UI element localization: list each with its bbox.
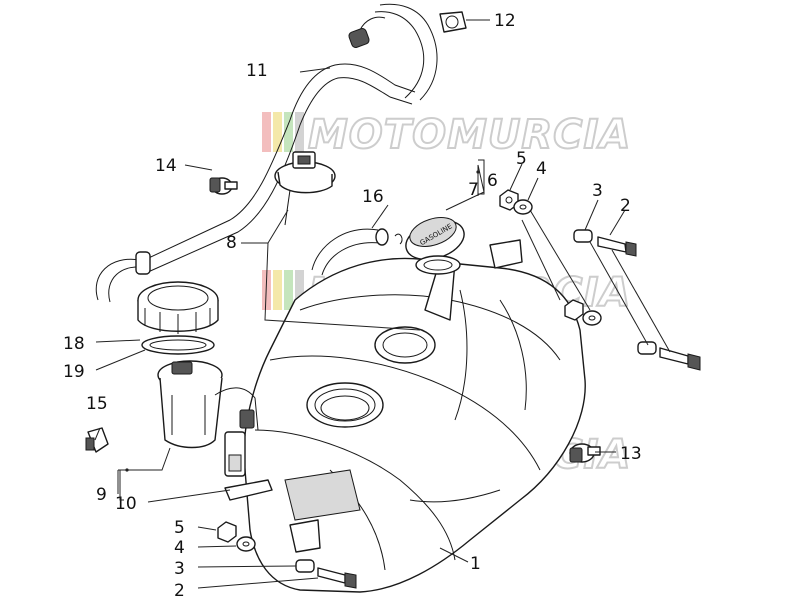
breather-hose bbox=[95, 3, 438, 303]
callout-6: 6 bbox=[487, 171, 498, 191]
leader-lines bbox=[94, 19, 671, 589]
callout-11: 11 bbox=[246, 61, 268, 81]
watermark-text: MOTOMURCIA bbox=[308, 112, 631, 158]
callout-2-upper: 2 bbox=[620, 196, 631, 216]
hose-clip-12 bbox=[439, 11, 467, 33]
clip-15 bbox=[85, 427, 109, 453]
callout-4-upper: 4 bbox=[536, 159, 547, 179]
bolt-2-lower bbox=[317, 567, 357, 589]
fuel-level-sender bbox=[274, 151, 336, 226]
washer-4-lower bbox=[236, 536, 256, 552]
bolt-2-right bbox=[659, 347, 701, 371]
callout-5-upper: 5 bbox=[516, 149, 527, 169]
clamp-14 bbox=[209, 177, 238, 195]
washer-4-mid bbox=[582, 310, 602, 326]
callout-4-lower: 4 bbox=[174, 538, 185, 558]
clamp-13 bbox=[569, 443, 601, 463]
callout-12: 12 bbox=[494, 11, 516, 31]
watermark-top: MOTOMURCIA bbox=[262, 111, 631, 159]
callout-15: 15 bbox=[86, 394, 108, 414]
callout-10: 10 bbox=[115, 494, 137, 514]
fuel-cap: GASOLINE bbox=[405, 217, 465, 275]
callout-2-lower: 2 bbox=[174, 581, 185, 600]
callout-5-lower: 5 bbox=[174, 518, 185, 538]
hose-16 bbox=[311, 228, 403, 276]
callout-14: 14 bbox=[155, 156, 177, 176]
spacer-3-lower bbox=[295, 559, 315, 573]
bolt-2-upper bbox=[597, 236, 637, 257]
group-brackets bbox=[119, 159, 485, 501]
callout-1: 1 bbox=[470, 554, 481, 574]
spacer-3-upper bbox=[573, 229, 593, 243]
fuel-tank bbox=[243, 239, 586, 593]
callout-18: 18 bbox=[63, 334, 85, 354]
callout-19: 19 bbox=[63, 362, 85, 382]
fuel-pump bbox=[157, 360, 273, 501]
spacer-3-right bbox=[637, 341, 657, 355]
callout-13: 13 bbox=[620, 444, 642, 464]
callout-16: 16 bbox=[362, 187, 384, 207]
callout-8: 8 bbox=[226, 233, 237, 253]
nut-5-lower bbox=[217, 521, 237, 543]
washer-4-upper bbox=[513, 199, 533, 215]
nut-5-mid bbox=[564, 299, 584, 321]
callout-7: 7 bbox=[468, 180, 479, 200]
seal-ring bbox=[141, 335, 215, 355]
callouts: 1 2 2 3 3 4 4 5 5 6 7 8 9 10 11 12 13 14… bbox=[63, 11, 642, 600]
lock-ring bbox=[137, 281, 219, 334]
callout-3-lower: 3 bbox=[174, 559, 185, 579]
callout-9: 9 bbox=[96, 485, 107, 505]
callout-3-upper: 3 bbox=[592, 181, 603, 201]
